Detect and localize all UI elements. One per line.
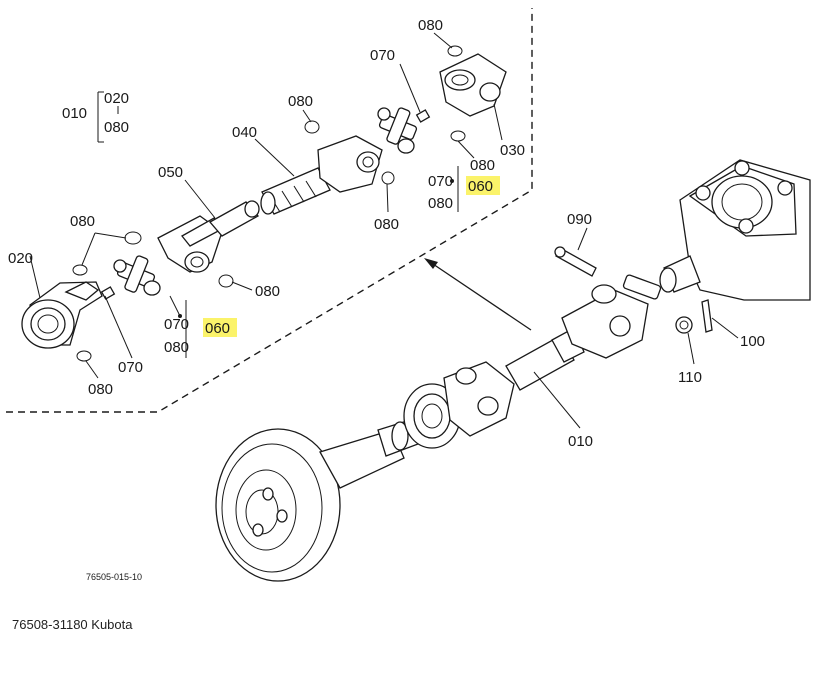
callout-080: 080 [288, 93, 313, 110]
cross-joint-left [113, 255, 161, 296]
highlight-060-bottom [203, 318, 237, 337]
yoke-040 [317, 135, 383, 193]
snap-ring-left-4 [218, 274, 234, 288]
grease-nipple-right [415, 109, 431, 123]
pulley [215, 428, 405, 582]
cotter-pin-100 [701, 299, 713, 333]
snap-ring-top-1 [447, 45, 463, 57]
callout-020-group: 020 [104, 90, 129, 107]
callout-050: 050 [158, 164, 183, 181]
snap-ring-top-2 [450, 130, 466, 142]
yoke-030 [439, 53, 507, 117]
snap-ring-left-2 [72, 264, 88, 276]
yoke-050 [157, 215, 226, 273]
callout-070: 070 [428, 173, 453, 190]
leader-lines [29, 32, 739, 429]
callout-080: 080 [374, 216, 399, 233]
callout-060: 060 [205, 320, 230, 337]
callout-020: 020 [8, 250, 33, 267]
washer-110 [675, 316, 693, 334]
callout-080: 080 [428, 195, 453, 212]
callout-110: 110 [678, 369, 702, 386]
callout-030: 030 [500, 142, 525, 159]
part-caption: 76508-31180 Kubota [12, 617, 133, 632]
shaft-050 [208, 200, 260, 237]
callout-070: 070 [118, 359, 143, 376]
callout-080: 080 [164, 339, 189, 356]
splined-shaft-040 [260, 167, 331, 215]
callout-080-group: 080 [104, 119, 129, 136]
grease-nipple-left [100, 286, 116, 300]
callout-080: 080 [70, 213, 95, 230]
yoke-020 [21, 281, 103, 349]
gearbox-housing [659, 159, 811, 301]
callout-090: 090 [567, 211, 592, 228]
callout-080: 080 [470, 157, 495, 174]
callout-070: 070 [164, 316, 189, 333]
snap-ring-left-1 [124, 231, 142, 245]
callout-010-group: 010 [62, 105, 87, 122]
callout-080: 080 [255, 283, 280, 300]
callout-080: 080 [88, 381, 113, 398]
callout-070: 070 [370, 47, 395, 64]
callout-010: 010 [568, 433, 593, 450]
pin-090 [554, 246, 597, 277]
exploded-view-boundary [6, 8, 533, 413]
highlight-060-top [466, 176, 500, 195]
callout-060: 060 [468, 178, 493, 195]
assembled-yoke-rear [561, 274, 662, 359]
cross-joint-right [377, 107, 418, 154]
direction-arrow [424, 258, 532, 331]
snap-ring-mid-2 [381, 171, 395, 185]
snap-ring-left-3 [76, 350, 92, 362]
callout-080: 080 [418, 17, 443, 34]
drawing-number: 76505-015-10 [86, 572, 142, 582]
snap-ring-mid-1 [304, 120, 320, 134]
callout-040: 040 [232, 124, 257, 141]
assembled-yoke-front [403, 361, 515, 449]
callout-100: 100 [740, 333, 765, 350]
